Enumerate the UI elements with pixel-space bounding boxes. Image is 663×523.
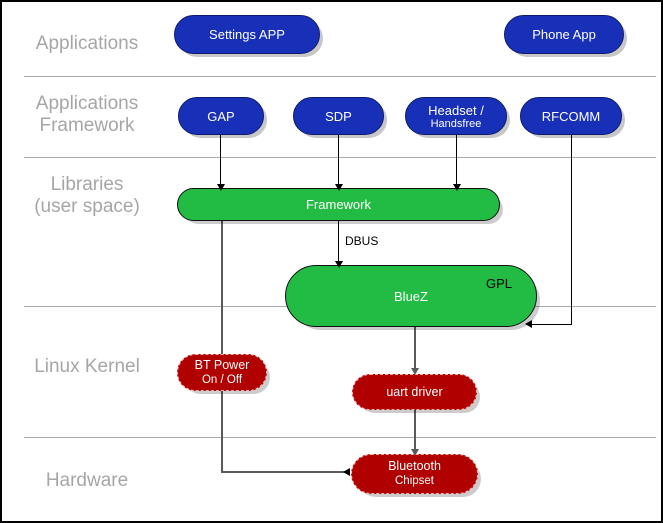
node-bluetooth-chipset-sublabel: Chipset (395, 475, 434, 487)
divider-linux-kernel (24, 437, 656, 438)
divider-applications-framework (24, 157, 656, 158)
edge-bluez-to-uart (414, 327, 416, 372)
node-bluetooth-chipset[interactable]: Bluetooth Chipset (351, 454, 478, 494)
node-sdp[interactable]: SDP (293, 97, 384, 135)
arrowhead-headset-framework (453, 184, 461, 191)
node-framework-label: Framework (305, 197, 371, 212)
node-rfcomm-label: RFCOMM (541, 108, 601, 124)
node-settings-app-label: Settings APP (209, 27, 285, 42)
node-gap[interactable]: GAP (178, 97, 264, 135)
arrowhead-gap-framework (217, 184, 225, 191)
node-bt-power-label: BT Power (194, 357, 250, 372)
edge-gap-to-framework (220, 135, 221, 186)
edge-sdp-to-framework (338, 135, 339, 186)
node-bt-power[interactable]: BT Power On / Off (177, 354, 267, 391)
edge-label-dbus: DBUS (343, 234, 381, 248)
arrowhead-framework-bluez (335, 261, 343, 268)
layer-label-hardware: Hardware (45, 470, 129, 491)
node-bluez-license-tag: GPL (485, 276, 512, 291)
edge-framework-to-chipset-horizontal (221, 471, 345, 473)
arrowhead-bluez-uart (411, 368, 419, 375)
edge-rfcomm-horizontal (532, 324, 572, 325)
layer-label-linux-kernel: Linux Kernel (34, 356, 140, 377)
node-gap-label: GAP (207, 108, 235, 124)
layer-label-libraries: Libraries (user space) (34, 174, 140, 217)
node-headset-handsfree-label: Headset / (428, 102, 484, 118)
edge-framework-to-bluez (338, 221, 339, 263)
arrowhead-chipset-left (343, 468, 350, 476)
node-bt-power-sublabel: On / Off (201, 373, 243, 386)
node-framework[interactable]: Framework (177, 188, 500, 221)
node-rfcomm[interactable]: RFCOMM (520, 97, 622, 135)
layer-label-applications-framework: Applications Framework (35, 93, 139, 136)
arrowhead-sdp-framework (335, 184, 343, 191)
divider-applications (24, 76, 656, 77)
node-uart-driver[interactable]: uart driver (352, 374, 477, 410)
arrowhead-uart-chipset (411, 449, 419, 456)
node-bluez-label: BlueZ (394, 288, 428, 304)
node-headset-handsfree-sublabel: Handsfree (430, 117, 482, 130)
edge-framework-to-chipset-vertical (221, 221, 223, 471)
layer-label-applications: Applications (35, 33, 139, 54)
edge-rfcomm-vertical (571, 135, 572, 325)
node-settings-app[interactable]: Settings APP (174, 15, 320, 54)
node-phone-app-label: Phone App (532, 27, 596, 42)
edge-uart-to-chipset (414, 408, 416, 454)
node-bluetooth-chipset-label: Bluetooth (388, 459, 441, 473)
node-sdp-label: SDP (325, 108, 352, 124)
edge-headset-to-framework (456, 135, 457, 186)
node-headset-handsfree[interactable]: Headset / Handsfree (405, 97, 507, 135)
arrowhead-rfcomm-bluez (525, 320, 532, 328)
node-phone-app[interactable]: Phone App (504, 15, 624, 54)
node-bluez[interactable]: BlueZ GPL (285, 265, 537, 327)
node-uart-driver-label: uart driver (386, 384, 443, 399)
